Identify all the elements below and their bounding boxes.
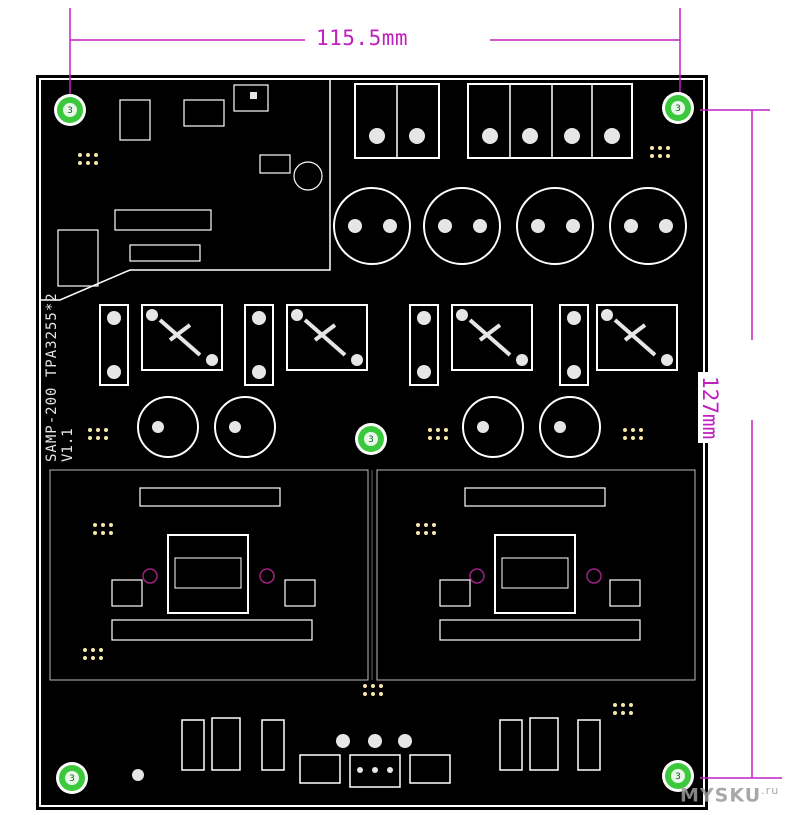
inductor-row	[141, 304, 678, 371]
output-terminal-block-left	[354, 83, 440, 159]
via-clusters	[78, 146, 670, 715]
mounting-hole-label: 3	[69, 774, 75, 784]
output-terminal-block-right	[467, 83, 633, 159]
dimension-lines	[69, 8, 782, 779]
input-connector-right	[499, 717, 601, 771]
control-section-outline	[40, 79, 331, 301]
mounting-hole-label: 3	[675, 104, 681, 114]
amp-module-outline-left	[49, 469, 369, 681]
watermark-text: MYSKU	[680, 784, 762, 807]
silkscreen-title: SAMP-200 TPA3255*2	[44, 292, 60, 462]
input-connector-left	[181, 717, 285, 771]
amp-ic-right	[469, 534, 602, 614]
watermark: MYSKU.ru	[680, 784, 779, 806]
mounting-hole-top-left	[54, 94, 86, 126]
power-connector	[299, 734, 451, 788]
mounting-hole-label: 3	[67, 106, 73, 116]
mounting-hole-label: 3	[675, 772, 681, 782]
capacitor-row-mid	[137, 396, 601, 458]
capacitor-row-top	[333, 187, 687, 265]
silkscreen-version: V1.1	[60, 428, 76, 462]
mounting-hole-bottom-right	[662, 760, 694, 792]
mounting-hole-label: 3	[368, 435, 374, 445]
amp-ic-left	[142, 534, 275, 614]
mounting-hole-bottom-left	[56, 762, 88, 794]
smd-component-rows	[111, 487, 641, 641]
width-dimension-label: 115.5mm	[312, 26, 413, 50]
mounting-hole-top-right	[662, 92, 694, 124]
mounting-hole-center	[355, 423, 387, 455]
inductor-side-pads	[99, 304, 589, 386]
led-indicator	[132, 769, 144, 781]
watermark-suffix: .ru	[761, 784, 780, 797]
control-components	[57, 84, 323, 287]
amp-module-outline-right	[376, 469, 696, 681]
height-dimension-label: 127mm	[698, 372, 722, 444]
